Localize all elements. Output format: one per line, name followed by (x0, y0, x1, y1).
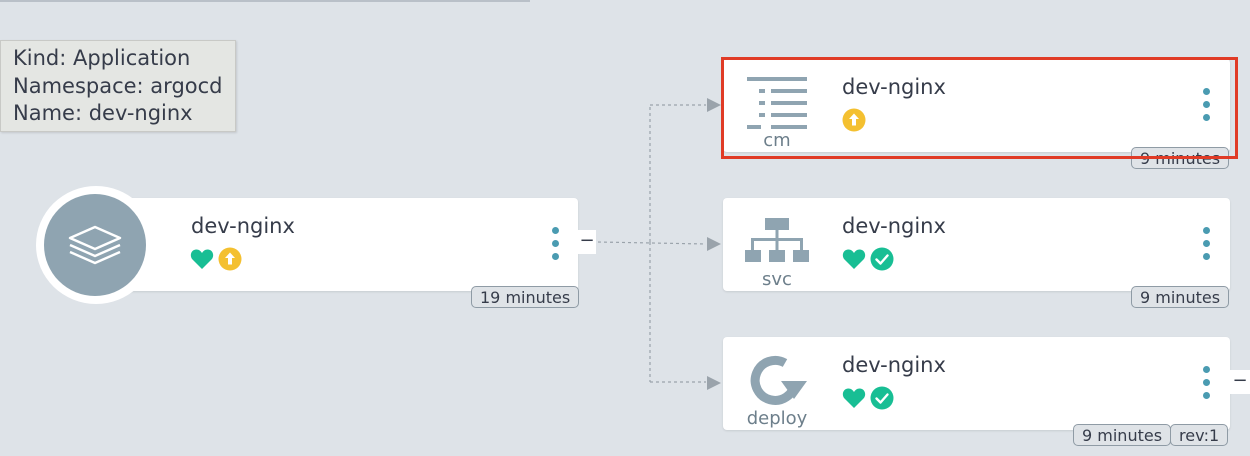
application-icon-circle (36, 186, 156, 304)
health-heart-icon (842, 388, 866, 408)
arrow-to-svc (707, 237, 721, 251)
layers-icon (68, 225, 122, 265)
node-tooltip: Kind: Application Namespace: argocd Name… (0, 40, 236, 132)
resource-kind-label: svc (762, 269, 792, 290)
application-node[interactable]: dev-nginx (98, 198, 578, 291)
health-heart-icon (190, 249, 214, 269)
synced-check-icon (870, 247, 894, 271)
tooltip-namespace: Namespace: argocd (13, 73, 223, 98)
tooltip-name: Name: dev-nginx (13, 101, 193, 125)
resource-node-cm[interactable]: cm dev-nginx (723, 59, 1230, 152)
deployment-icon (750, 355, 807, 405)
resource-menu-button[interactable] (1200, 227, 1212, 263)
arrow-to-deploy (707, 376, 721, 390)
application-collapse-button[interactable]: − (578, 230, 596, 254)
application-menu-button[interactable] (549, 227, 561, 263)
health-heart-icon (842, 249, 866, 269)
arrow-to-cm (707, 98, 721, 112)
application-status (190, 247, 242, 271)
resource-status (842, 108, 866, 132)
resource-name: dev-nginx (842, 214, 946, 238)
top-bar-edge (0, 0, 530, 2)
resource-node-deploy[interactable]: deploy dev-nginx (723, 337, 1230, 430)
service-icon (745, 218, 809, 262)
resource-name: dev-nginx (842, 353, 946, 377)
resource-kind-label: deploy (746, 408, 808, 429)
out-of-sync-icon (218, 247, 242, 271)
resource-node-svc[interactable]: svc dev-nginx (723, 198, 1230, 291)
resource-status (842, 386, 894, 410)
resource-collapse-button[interactable]: − (1230, 370, 1250, 394)
synced-check-icon (870, 386, 894, 410)
out-of-sync-icon (842, 108, 866, 132)
resource-name: dev-nginx (842, 75, 946, 99)
resource-kind-label: cm (763, 130, 791, 151)
resource-age-badge: 9 minutes (1073, 424, 1172, 446)
configmap-icon (747, 77, 807, 129)
resource-menu-button[interactable] (1200, 88, 1212, 124)
resource-status (842, 247, 894, 271)
selected-node-highlight (721, 57, 1238, 159)
revision-badge: rev:1 (1170, 424, 1229, 446)
resource-age-badge: 9 minutes (1131, 286, 1230, 308)
resource-menu-button[interactable] (1200, 366, 1212, 402)
edge-app-svc (597, 241, 707, 245)
application-name: dev-nginx (191, 214, 295, 238)
tooltip-kind: Kind: Application (13, 46, 191, 70)
application-age-badge: 19 minutes (471, 286, 580, 308)
